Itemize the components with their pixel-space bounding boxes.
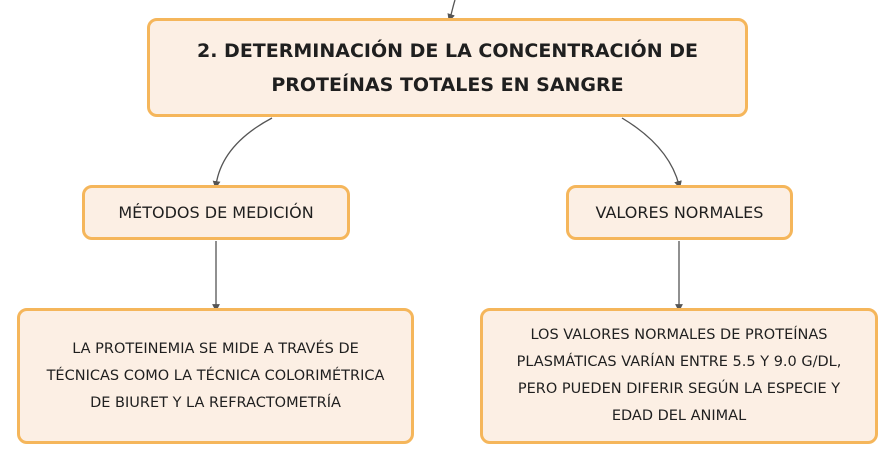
root-topic-node[interactable]: 2. DETERMINACIÓN DE LA CONCENTRACIÓN DE … — [147, 18, 748, 117]
connector-root-to-valores — [621, 117, 682, 189]
detail-text-metodos: LA PROTEINEMIA SE MIDE A TRAVÉS DE TÉCNI… — [46, 340, 385, 411]
branch-label-valores: VALORES NORMALES — [595, 203, 764, 222]
branch-label-metodos: MÉTODOS DE MEDICIÓN — [118, 203, 314, 222]
connector-parent-to-root — [447, 0, 456, 22]
detail-node-metodos[interactable]: LA PROTEINEMIA SE MIDE A TRAVÉS DE TÉCNI… — [17, 308, 414, 444]
connector-root-to-metodos — [212, 117, 273, 189]
detail-text-valores: LOS VALORES NORMALES DE PROTEÍNAS PLASMÁ… — [516, 327, 842, 424]
detail-node-valores[interactable]: LOS VALORES NORMALES DE PROTEÍNAS PLASMÁ… — [480, 308, 878, 444]
root-topic-title: 2. DETERMINACIÓN DE LA CONCENTRACIÓN DE … — [197, 39, 698, 96]
branch-node-valores-normales[interactable]: VALORES NORMALES — [566, 185, 793, 240]
branch-node-metodos-de-medicion[interactable]: MÉTODOS DE MEDICIÓN — [82, 185, 350, 240]
